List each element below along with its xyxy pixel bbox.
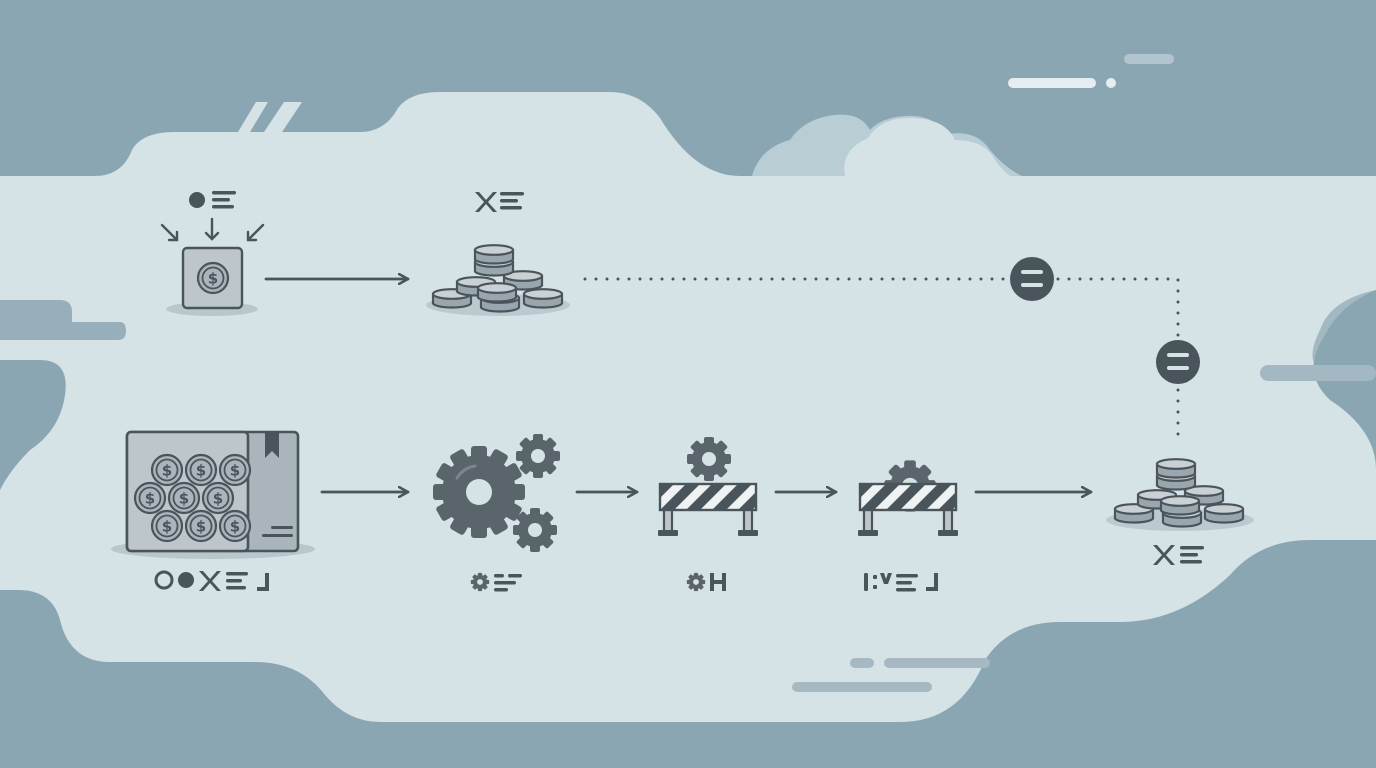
background-panel (0, 54, 1376, 722)
equals-icon (1010, 257, 1054, 301)
gears-label-glyphs (470, 572, 522, 592)
coin-stack-icon (1106, 458, 1254, 531)
barrier-2-label-glyphs (864, 573, 938, 592)
connectors (264, 277, 1180, 492)
coin-box-icon (111, 430, 315, 559)
result-label-glyphs (1153, 545, 1204, 565)
savings-label-glyphs (189, 191, 236, 209)
equals-icon (1156, 340, 1200, 384)
dotted-equivalence-path (583, 277, 1180, 438)
coins-label-glyphs (475, 192, 524, 212)
gears-icon (433, 434, 560, 552)
piggy-bank-icon (160, 217, 265, 316)
coin-box-label-glyphs (154, 570, 269, 591)
barrier-1-label-glyphs (686, 572, 726, 592)
coin-stack-icon (426, 244, 570, 316)
